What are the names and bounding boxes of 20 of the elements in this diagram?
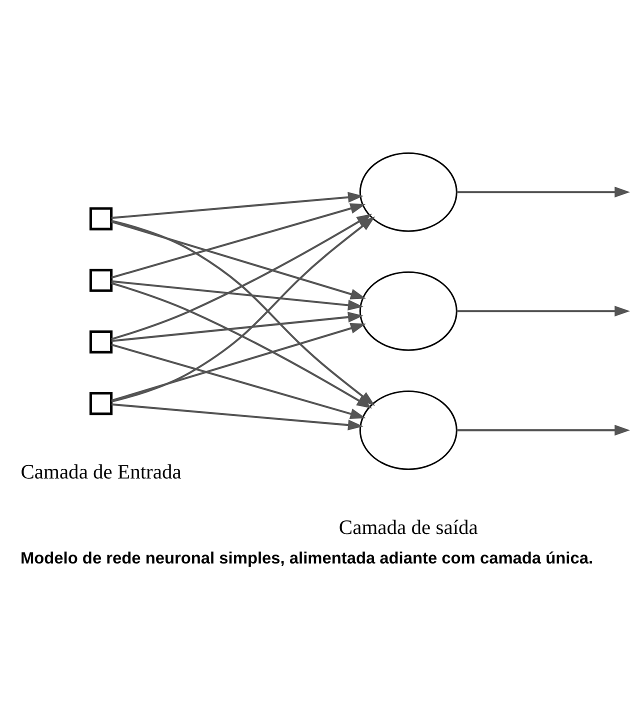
arrow (111, 191, 364, 218)
label: Camada de Entrada (20, 460, 182, 483)
arrow (456, 424, 630, 436)
arrow (111, 311, 364, 342)
arrow (111, 343, 366, 419)
arrow (456, 186, 630, 197)
label: Camada de saída (338, 516, 478, 538)
arrow (111, 202, 366, 278)
node-box (89, 206, 113, 230)
arrow (456, 305, 630, 316)
arrow (111, 280, 364, 310)
node-box (89, 330, 113, 353)
node-box (89, 391, 113, 415)
arrow (111, 402, 364, 430)
node-circle (359, 270, 458, 350)
node-box (89, 268, 113, 292)
arrow (111, 322, 366, 402)
arrow (111, 282, 372, 408)
arrow (111, 220, 366, 299)
caption: Modelo de rede neuronal simples, alimentada adiante com camada única. (20, 548, 594, 567)
